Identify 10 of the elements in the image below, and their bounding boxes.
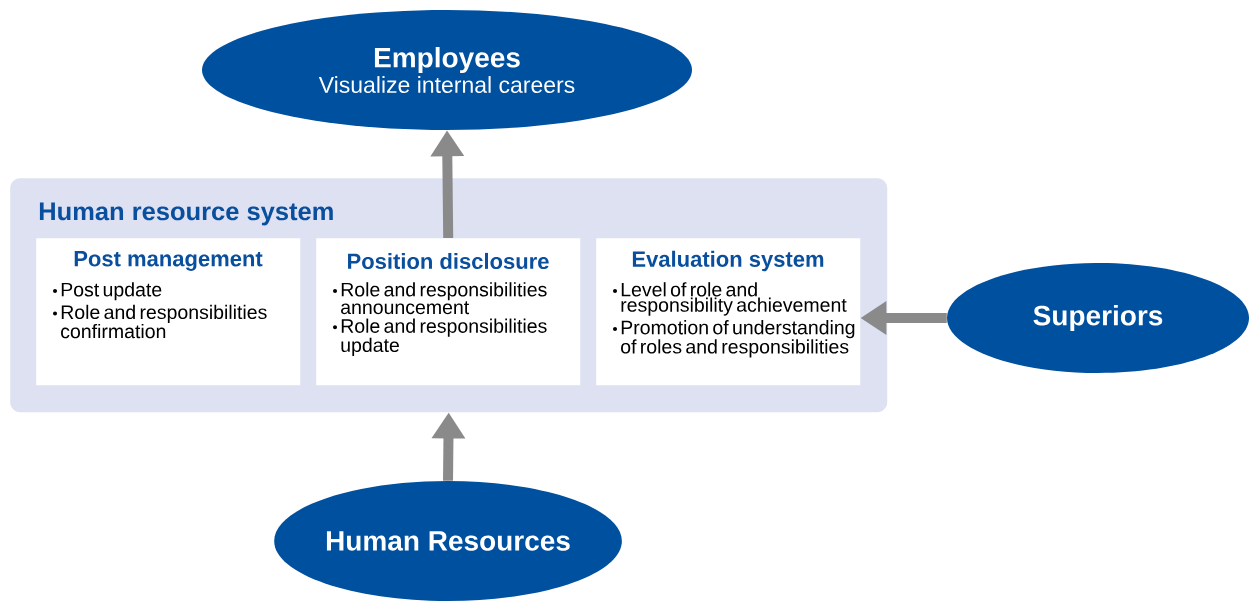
bullet-item: Post update [53,282,162,301]
bullet-item: Role and responsibilities update [333,318,547,356]
panel-heading: Human resource system [39,202,333,226]
card-heading: Post management [74,251,263,271]
bullet-item: Promotion of understanding of roles and responsibilities [613,320,855,358]
bullet-item: Role and responsibilities confirmation [53,304,267,339]
bullet-item: Role and responsibilities announcement [333,282,547,315]
card-heading: Position disclosure [348,252,549,270]
bullet-item: Level of role and responsibility achievement [613,282,847,316]
card-heading: Evaluation system [632,250,824,272]
